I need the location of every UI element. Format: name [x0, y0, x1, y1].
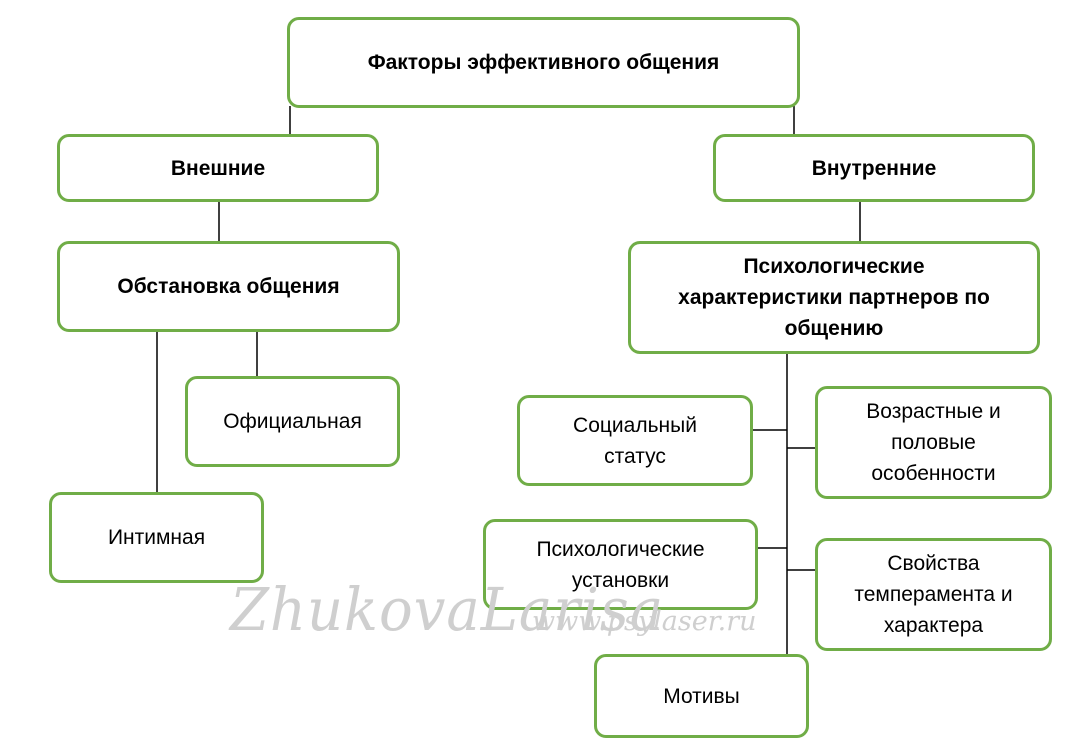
official-box: Официальная: [185, 376, 400, 467]
psych-characteristics-box: Психологические характеристики партнеров…: [628, 241, 1040, 354]
psych-attitudes-box: Психологические установки: [483, 519, 758, 610]
temperament-box: Свойства темперамента и характера: [815, 538, 1052, 651]
intimate-box: Интимная: [49, 492, 264, 583]
watermark-site: www.psylaser.ru: [532, 606, 757, 637]
internal-factors-box: Внутренние: [713, 134, 1035, 202]
communication-setting-box: Обстановка общения: [57, 241, 400, 332]
root-box: Факторы эффективного общения: [287, 17, 800, 108]
motives-box: Мотивы: [594, 654, 809, 738]
external-factors-box: Внешние: [57, 134, 379, 202]
social-status-box: Социальный статус: [517, 395, 753, 486]
watermark-author: ZhukovaLarisa: [230, 576, 665, 645]
age-gender-box: Возрастные и половые особенности: [815, 386, 1052, 499]
